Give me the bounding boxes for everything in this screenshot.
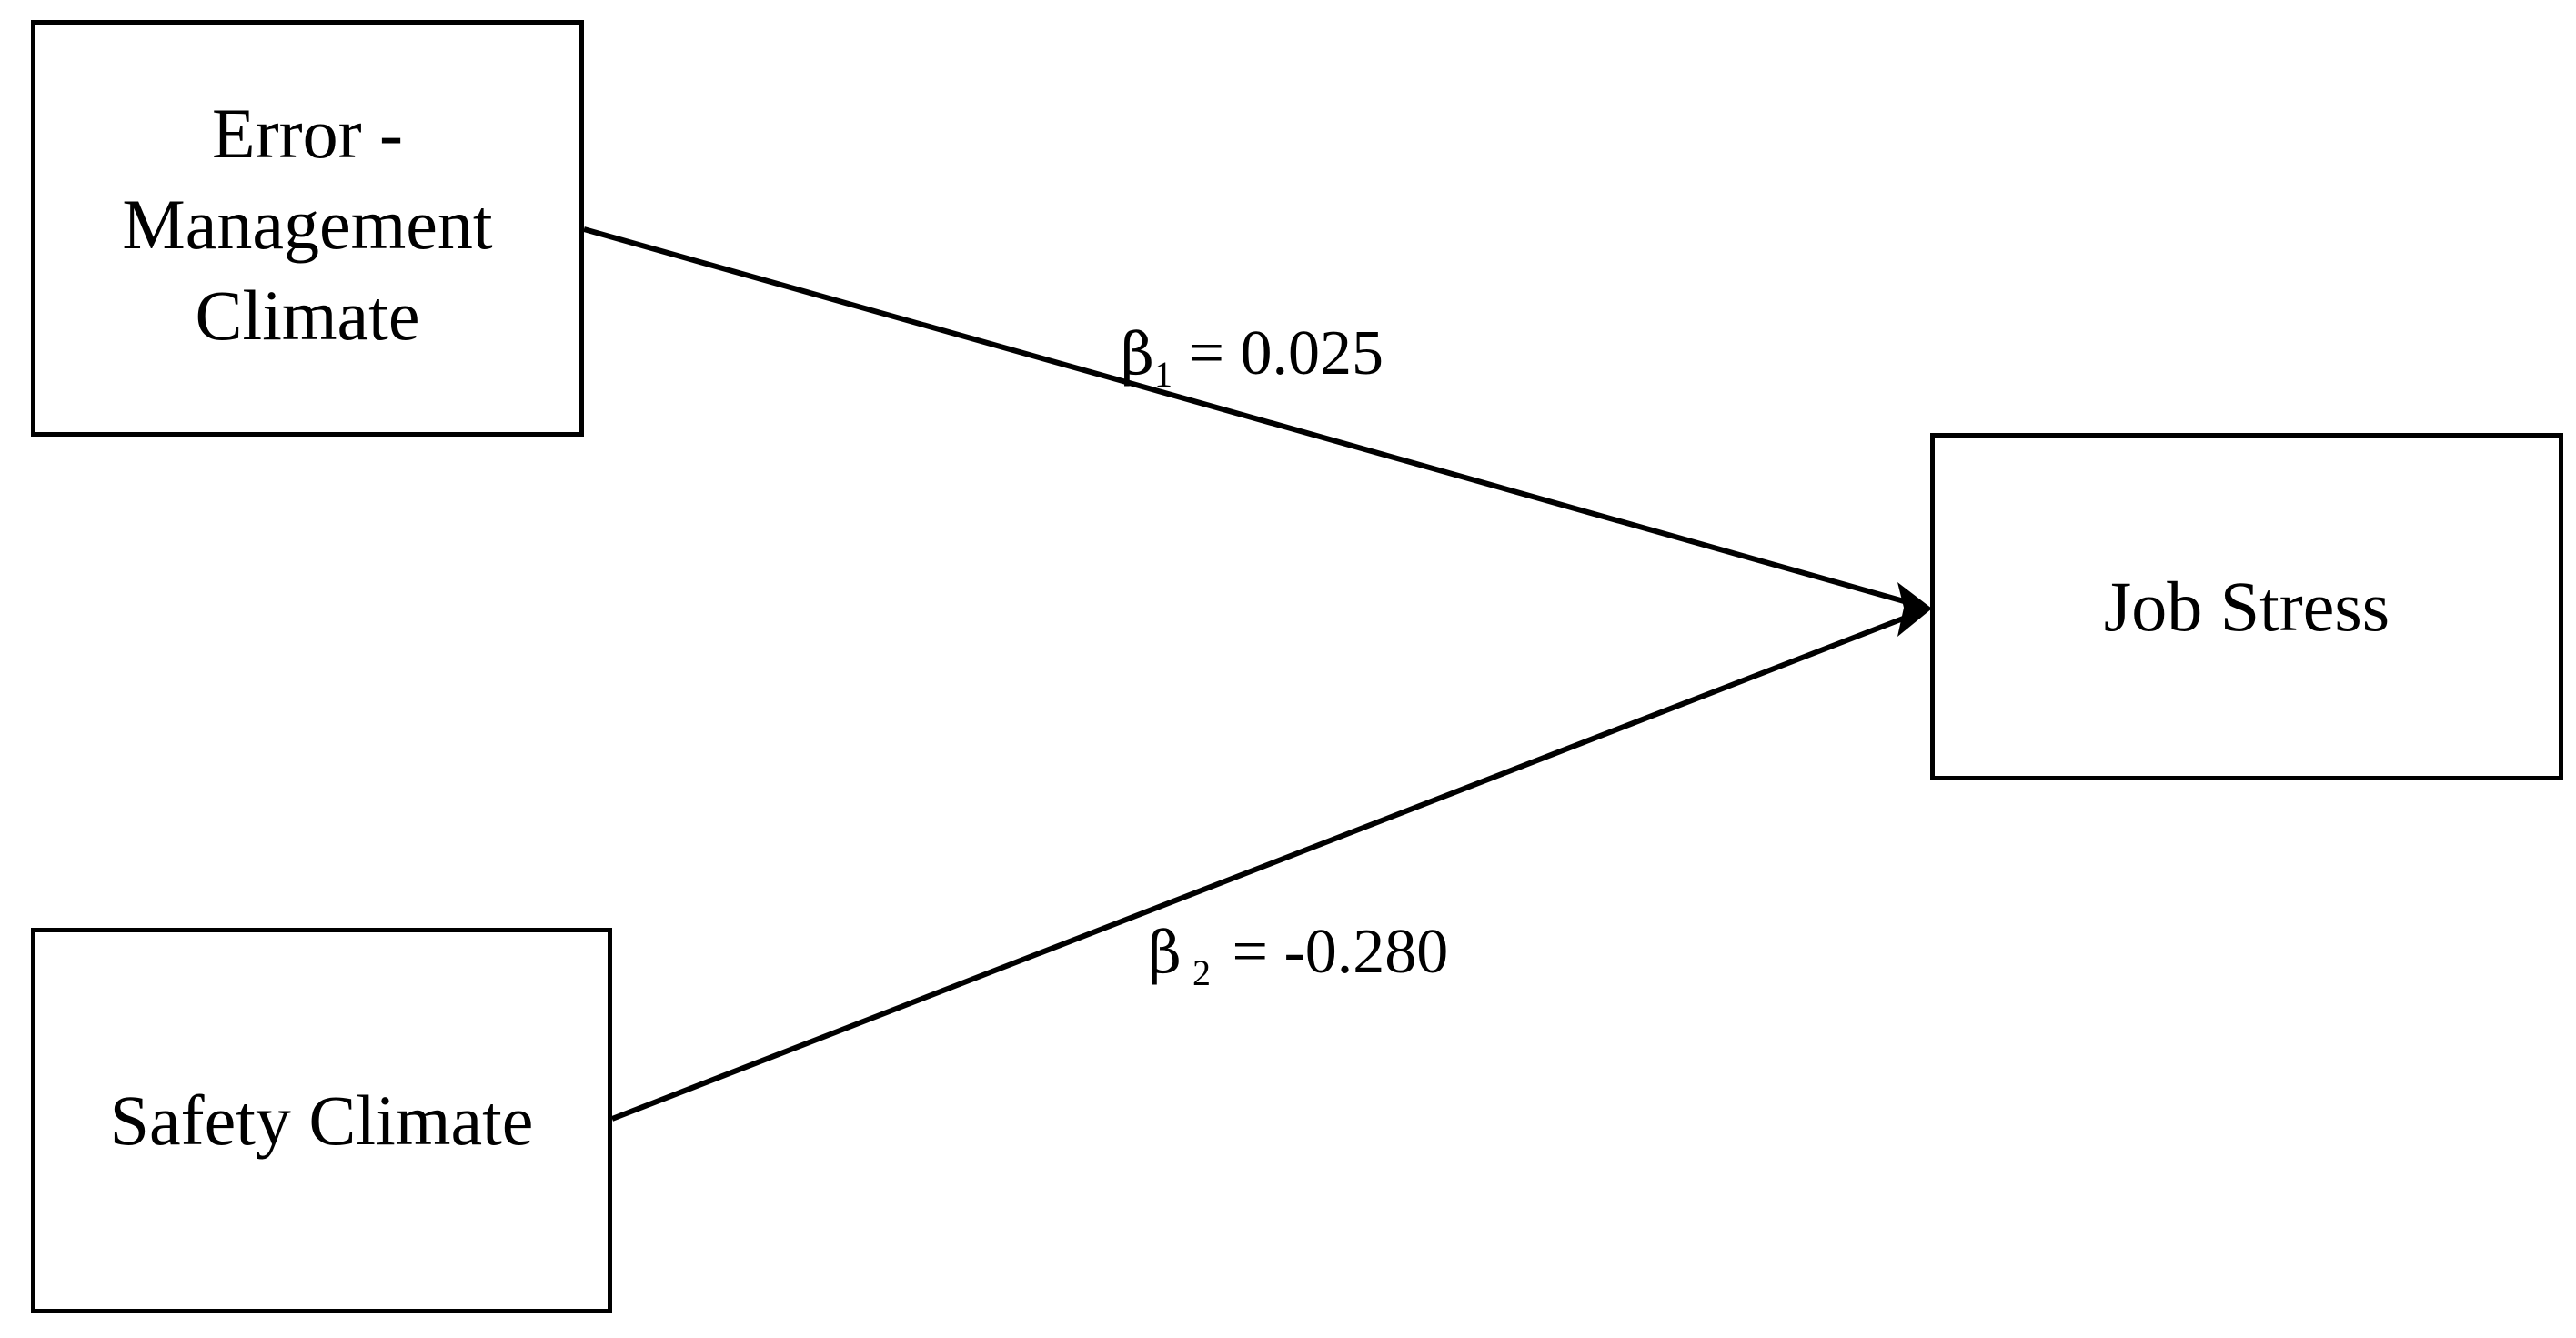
beta2-symbol: β	[1148, 920, 1182, 987]
beta1-symbol: β	[1121, 321, 1154, 388]
arrowhead-icon	[1897, 582, 1932, 637]
beta2-subscript: 2	[1192, 952, 1211, 993]
error-management-climate-label: Error - Management Climate	[122, 88, 492, 367]
beta2-value: = -0.280	[1232, 917, 1449, 987]
path-arrow-safety-to-job-stress	[610, 607, 1928, 1122]
job-stress-box: Job Stress	[1930, 433, 2563, 780]
path-arrow-error-management-to-job-stress	[583, 226, 1927, 610]
job-stress-label: Job Stress	[2103, 567, 2390, 647]
beta1-value: = 0.025	[1188, 318, 1384, 388]
safety-climate-label: Safety Climate	[109, 1081, 534, 1161]
error-management-climate-box: Error - Management Climate	[31, 20, 584, 437]
error-management-climate-label-line-3: Climate	[195, 275, 420, 355]
error-management-climate-label-line-1: Error -	[211, 94, 404, 174]
error-management-climate-label-line-2: Management	[122, 185, 493, 265]
safety-climate-box: Safety Climate	[31, 928, 612, 1313]
beta1-coefficient-label: β1 = 0.025	[1121, 322, 1384, 393]
beta1-subscript: 1	[1154, 354, 1172, 395]
